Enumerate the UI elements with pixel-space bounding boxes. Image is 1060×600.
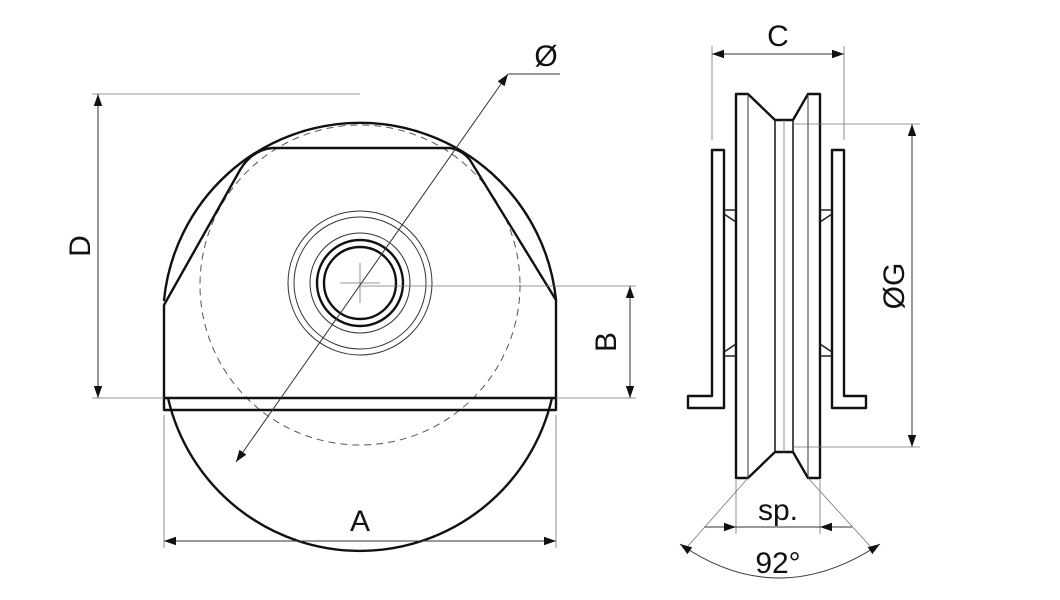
wheel-outline — [162, 121, 558, 553]
bracket-base — [162, 396, 558, 412]
diameter-leader — [235, 73, 509, 463]
dim-sp-label: sp. — [758, 494, 798, 527]
angle-ext-left — [687, 477, 749, 547]
bracket-side-right — [830, 148, 868, 410]
wheel-groove-hidden — [199, 124, 521, 446]
dim-D-label: D — [64, 235, 97, 257]
side-view: C ØG sp. 92° — [679, 20, 920, 580]
bracket-side-left — [686, 148, 726, 410]
dim-A-label: A — [350, 505, 370, 538]
diameter-label: Ø — [534, 40, 557, 73]
hub-spacer-right — [819, 209, 833, 357]
angle-label: 92° — [755, 547, 800, 580]
hub-spacer-left — [723, 209, 737, 357]
angle-arc — [679, 543, 881, 579]
angle-ext-right — [807, 477, 871, 547]
wheel-side-body — [734, 92, 822, 480]
dim-C-label: C — [767, 20, 789, 53]
dim-B-label: B — [590, 332, 623, 352]
front-view: Ø D B A — [64, 40, 636, 553]
dim-G-label: ØG — [878, 263, 911, 310]
